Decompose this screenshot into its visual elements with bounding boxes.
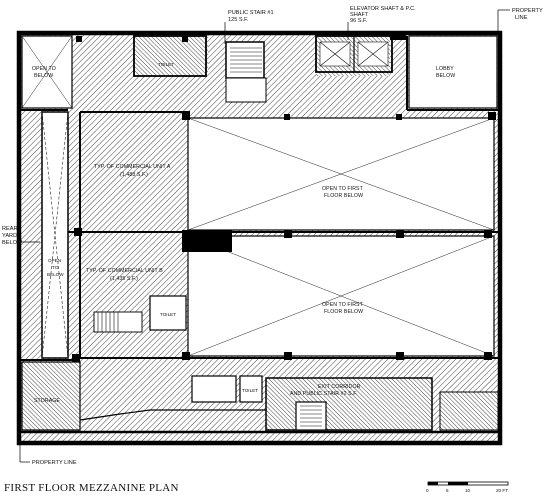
toilet-upper-label: TOILET [158,62,174,67]
storage-label: STORAGE [34,398,60,404]
scale-20: 20 FT [496,488,508,493]
open-upper-2: FLOOR BELOW [324,193,363,199]
commercial-a-label: TYP. OF COMMERCIAL UNIT A [94,164,171,170]
elevator-shaft-area: 96 S.F. [350,18,368,24]
stair-2-treads [300,405,322,427]
toilet-lower-label: TOILET [242,388,258,393]
toilet-mid-label: TOILET [160,312,176,317]
lobby-below-2: BELOW [436,73,455,79]
open-below-nw [21,35,73,109]
plan-title: FIRST FLOOR MEZZANINE PLAN [4,482,179,494]
scale-bar: 0 5 10 20 FT [426,481,509,493]
scale-10: 10 [465,488,471,493]
exterior-walls [16,30,503,446]
scale-5: 5 [446,488,449,493]
commercial-a-area: (1,488 S.F.) [120,172,148,178]
commercial-b-area: (1,435 S.F.) [110,276,138,282]
elevator-cars [319,41,389,67]
exit-corridor-2: AND PUBLIC STAIR #2 S.F. [290,391,357,397]
property-line-top-2: LINE [515,15,528,21]
open-below-nw-2: BELOW [34,73,53,79]
scale-0: 0 [426,488,429,493]
property-line-bottom: PROPERTY LINE [32,460,77,466]
rear-yard-3: BELOW [2,240,23,246]
lobby-below-area [408,35,498,109]
rear-yard-2: YARD [2,233,17,239]
exit-corridor-1: EXIT CORRIDOR [318,384,361,390]
open-west-1: OPEN [48,258,61,263]
structural-columns [72,32,496,362]
rear-yard-strip [41,111,69,359]
public-stair-label: PUBLIC STAIR #1 [228,10,274,16]
open-lower-1: OPEN TO FIRST [322,302,364,308]
public-stair-1-treads [230,47,262,73]
elevator-shaft-label: ELEVATOR SHAFT & P.C. [350,6,416,12]
rear-yard-1: REAR [2,226,18,232]
storage-room [21,361,81,431]
exit-corridor [79,375,499,431]
open-west-3: BELOW [47,272,64,277]
property-line-top-1: PROPERTY [512,8,543,14]
stair-west [93,311,143,333]
callout-leaders [19,9,510,463]
open-below-nw-1: OPEN TO [32,66,56,72]
open-lower-2: FLOOR BELOW [324,309,363,315]
lobby-below-1: LOBBY [436,66,454,72]
elevator-shaft-sub: SHAFT [350,12,369,18]
open-first-floor-lower [187,235,495,357]
open-upper-1: OPEN TO FIRST [322,186,364,192]
open-first-floor-upper [187,117,495,231]
open-west-2: TO [52,265,59,270]
public-stair-area: 125 S.F. [228,17,249,23]
commercial-b-label: TYP. OF COMMERCIAL UNIT B [86,268,163,274]
toilet-mid-room [149,295,187,331]
